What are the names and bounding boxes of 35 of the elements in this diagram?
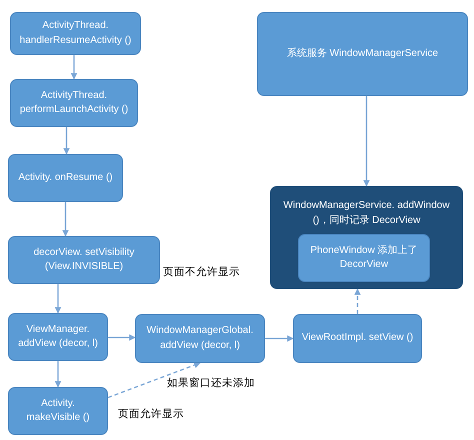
container-box bbox=[270, 186, 463, 289]
process-box bbox=[257, 12, 468, 96]
process-box bbox=[293, 314, 422, 363]
process-box bbox=[8, 313, 108, 361]
process-box bbox=[10, 79, 138, 127]
node-text: ActivityThread. performLaunchActivity () bbox=[18, 88, 130, 117]
arrow bbox=[70, 55, 78, 80]
note-text: 页面不允许显示 bbox=[163, 265, 240, 279]
node-text: ViewManager. addView (decor, l) bbox=[17, 322, 99, 351]
arrow bbox=[62, 202, 69, 237]
edge-label: 如果窗口还未添加 bbox=[166, 376, 256, 390]
arrow bbox=[108, 334, 136, 341]
process-box bbox=[135, 314, 265, 363]
node-text: Activity. onResume () bbox=[18, 170, 113, 185]
node-text: 系统服务 WindowManagerService bbox=[286, 46, 438, 61]
process-box bbox=[8, 236, 160, 284]
process-box bbox=[8, 154, 123, 202]
node-text: decorView. setVisibility (View.INVISIBLE) bbox=[32, 246, 136, 274]
arrow bbox=[363, 96, 370, 187]
node-text: Activity. makeVisible () bbox=[25, 396, 91, 425]
process-box bbox=[8, 387, 108, 435]
arrow bbox=[354, 288, 361, 314]
note-text: 页面允许显示 bbox=[118, 407, 184, 421]
node-text: ActivityThread. handlerResumeActivity () bbox=[18, 19, 132, 48]
arrow bbox=[54, 361, 62, 388]
arrow bbox=[54, 284, 62, 314]
arrow bbox=[265, 335, 294, 342]
node-text: ViewRootImpl. setView () bbox=[302, 331, 414, 346]
node-text: WindowManagerGlobal. addView (decor, l) bbox=[146, 324, 254, 352]
arrow bbox=[63, 127, 70, 155]
arrow bbox=[108, 362, 201, 398]
node-text: PhoneWindow 添加上了 DecorView bbox=[309, 244, 419, 272]
process-box bbox=[298, 234, 430, 282]
node-text: WindowManagerService. addWindow ()，同时记录 DecorView bbox=[282, 199, 451, 228]
process-box bbox=[10, 12, 141, 55]
